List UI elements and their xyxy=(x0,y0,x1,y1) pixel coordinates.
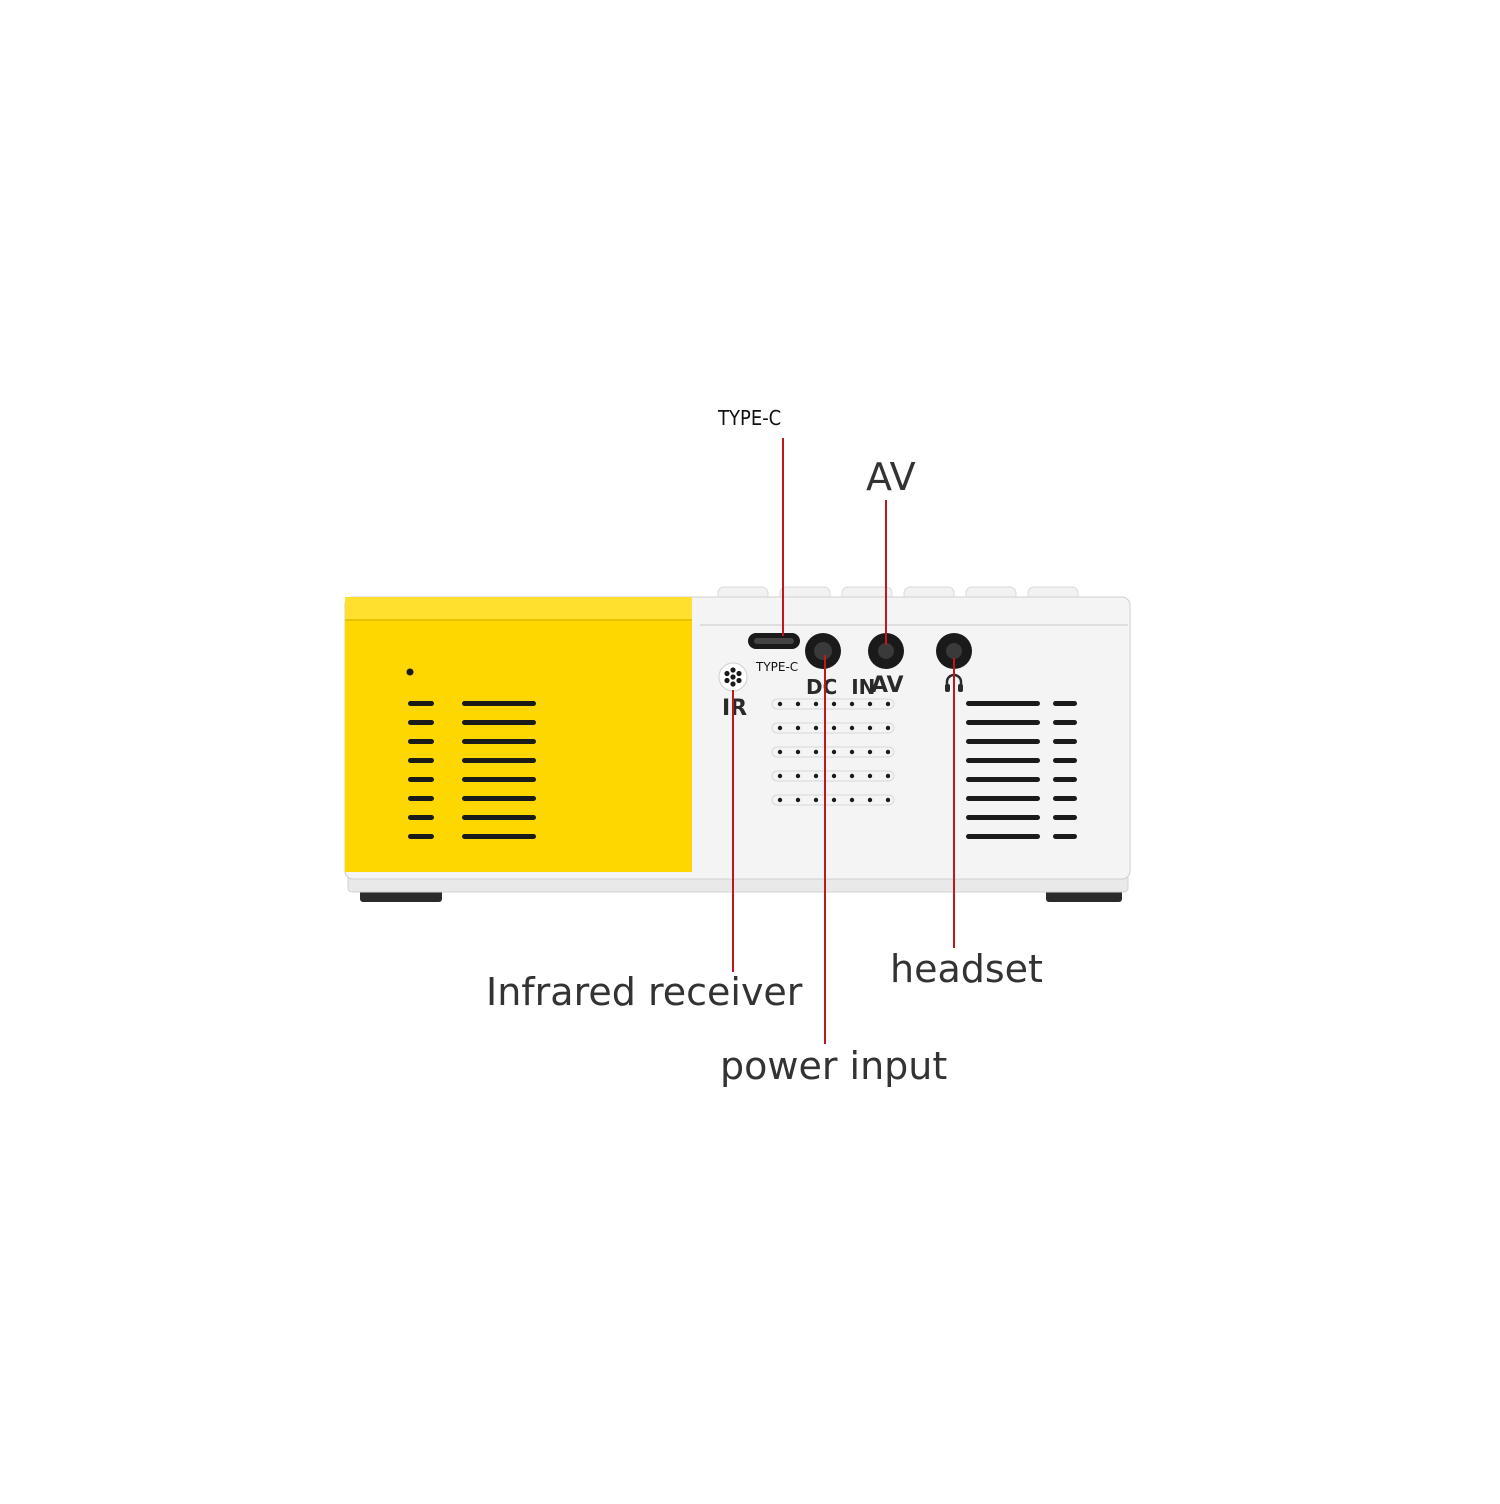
speaker-dot xyxy=(831,749,837,755)
speaker-dot-grid xyxy=(771,698,895,806)
vent-slot xyxy=(1053,796,1077,801)
ir-sensor-icon xyxy=(718,662,748,692)
speaker-dot xyxy=(867,749,873,755)
vent-slot xyxy=(408,796,434,801)
speaker-dot xyxy=(831,797,837,803)
vent-slot xyxy=(966,796,1040,801)
speaker-dot xyxy=(885,749,891,755)
vent-slot xyxy=(966,739,1040,744)
dot-row xyxy=(771,722,895,734)
vent-slot xyxy=(462,796,536,801)
yellow-panel xyxy=(345,597,692,872)
vent-slot xyxy=(462,739,536,744)
speaker-dot xyxy=(867,773,873,779)
vent-slot xyxy=(966,834,1040,839)
speaker-dot xyxy=(849,797,855,803)
vent-slot xyxy=(966,777,1040,782)
dot-row xyxy=(771,698,895,710)
speaker-dot xyxy=(795,797,801,803)
speaker-dot xyxy=(831,773,837,779)
vent-slot xyxy=(1053,701,1077,706)
vent-slot xyxy=(408,758,434,763)
speaker-dot xyxy=(777,701,783,707)
vent-slot xyxy=(462,720,536,725)
speaker-dot xyxy=(885,797,891,803)
vent-slot xyxy=(408,834,434,839)
speaker-dot xyxy=(867,797,873,803)
vent-slot xyxy=(462,758,536,763)
vent-slot xyxy=(462,815,536,820)
vent-slot xyxy=(966,701,1040,706)
speaker-dot xyxy=(831,725,837,731)
right-speaker-vents xyxy=(966,701,1077,839)
vent-slot xyxy=(966,758,1040,763)
vent-slot xyxy=(408,739,434,744)
callout-lines xyxy=(732,438,955,1044)
speaker-dot xyxy=(777,725,783,731)
vent-slot xyxy=(462,701,536,706)
dot-row xyxy=(771,770,895,782)
speaker-dot xyxy=(777,797,783,803)
vent-slot xyxy=(1053,815,1077,820)
speaker-dot xyxy=(795,749,801,755)
callout-label-infrared-receiver: Infrared receiver xyxy=(486,970,803,1014)
callout-label-power-input: power input xyxy=(720,1044,948,1088)
speaker-dot xyxy=(849,773,855,779)
speaker-dot xyxy=(867,701,873,707)
vent-slot xyxy=(408,701,434,706)
vent-slot xyxy=(1053,720,1077,725)
callout-label-type-c: TYPE-C xyxy=(718,406,782,430)
speaker-dot xyxy=(849,701,855,707)
indicator-dot xyxy=(406,668,414,676)
speaker-dot xyxy=(849,749,855,755)
type-c-port-label: TYPE-C xyxy=(755,660,798,674)
speaker-dot xyxy=(831,701,837,707)
vent-slot xyxy=(1053,777,1077,782)
ir-label: IR xyxy=(722,696,747,721)
vent-slot xyxy=(408,815,434,820)
av-port-label: AV xyxy=(871,673,904,698)
speaker-dot xyxy=(867,725,873,731)
speaker-dot xyxy=(849,725,855,731)
speaker-dot xyxy=(795,773,801,779)
speaker-dot xyxy=(795,725,801,731)
av-port[interactable] xyxy=(868,633,904,669)
vent-slot xyxy=(462,834,536,839)
speaker-dot xyxy=(813,701,819,707)
callout-label-av: AV xyxy=(866,455,916,499)
speaker-dot xyxy=(795,701,801,707)
dot-row xyxy=(771,794,895,806)
speaker-dot xyxy=(813,725,819,731)
yellow-panel-vents xyxy=(408,701,536,839)
dot-row xyxy=(771,746,895,758)
headphone-port[interactable] xyxy=(936,633,972,669)
vent-slot xyxy=(1053,834,1077,839)
vent-slot xyxy=(462,777,536,782)
dc-in-port[interactable] xyxy=(805,633,841,669)
vent-slot xyxy=(1053,758,1077,763)
speaker-dot xyxy=(813,773,819,779)
speaker-dot xyxy=(813,797,819,803)
dc-in-label: DC IN xyxy=(806,675,875,699)
callout-label-headset: headset xyxy=(890,947,1043,991)
speaker-dot xyxy=(813,749,819,755)
vent-slot xyxy=(408,720,434,725)
vent-slot xyxy=(408,777,434,782)
speaker-dot xyxy=(885,725,891,731)
vent-slot xyxy=(966,815,1040,820)
speaker-dot xyxy=(777,773,783,779)
vent-slot xyxy=(1053,739,1077,744)
speaker-dot xyxy=(885,701,891,707)
type-c-port[interactable] xyxy=(748,633,800,649)
speaker-dot xyxy=(885,773,891,779)
vent-slot xyxy=(966,720,1040,725)
speaker-dot xyxy=(777,749,783,755)
